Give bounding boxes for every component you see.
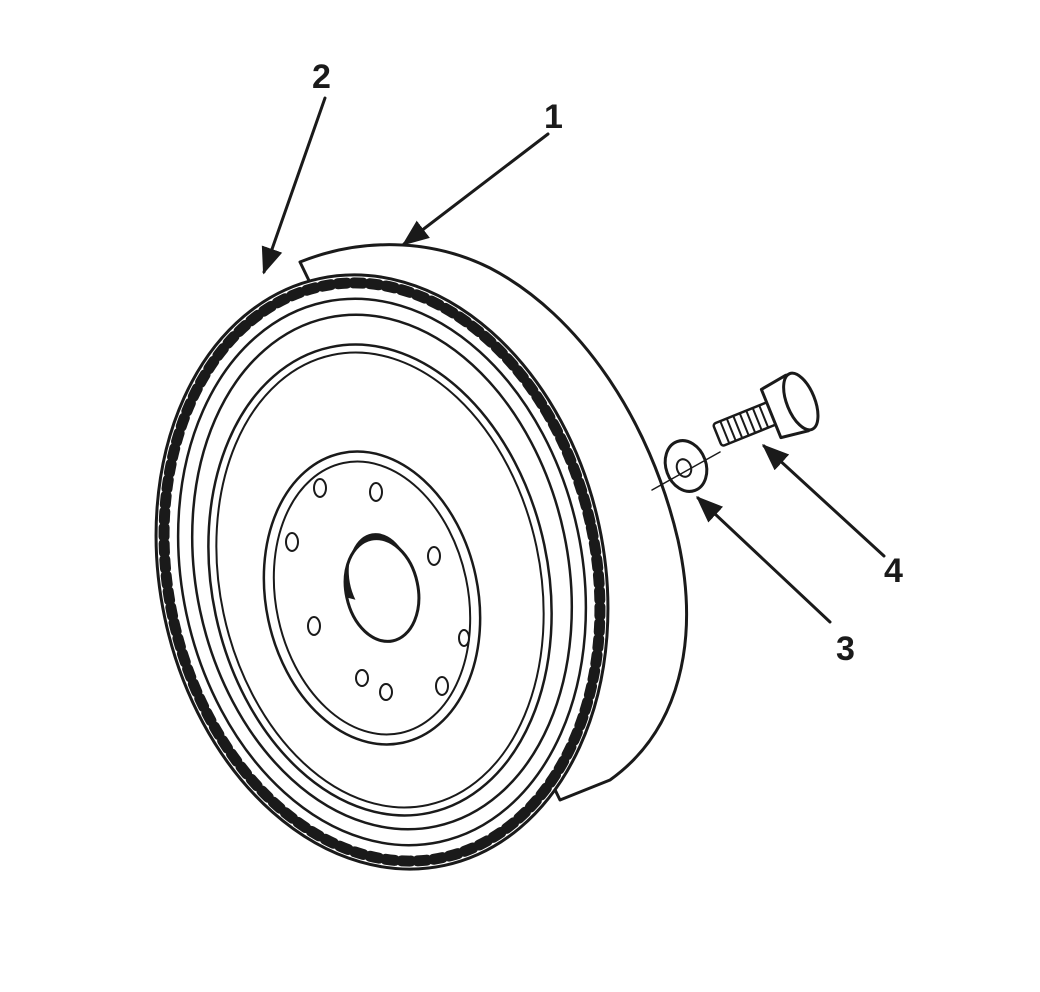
leader-arrow-4 [762, 444, 886, 558]
washer [663, 439, 709, 493]
leader-arrow-3 [696, 496, 832, 624]
assembly-centerline [651, 451, 721, 491]
bolt [712, 371, 820, 447]
ring-gear [154, 273, 610, 871]
leader-lines [261, 96, 886, 624]
callout-label-4: 4 [884, 552, 903, 590]
hub-bolt-holes [285, 478, 470, 701]
leader-arrow-1 [401, 132, 550, 246]
flywheel-hub [262, 450, 482, 746]
callout-label-1: 1 [544, 98, 563, 136]
leader-arrow-2 [261, 96, 327, 275]
callout-label-3: 3 [836, 630, 855, 668]
friction-face [207, 343, 553, 817]
callout-label-2: 2 [312, 58, 331, 96]
